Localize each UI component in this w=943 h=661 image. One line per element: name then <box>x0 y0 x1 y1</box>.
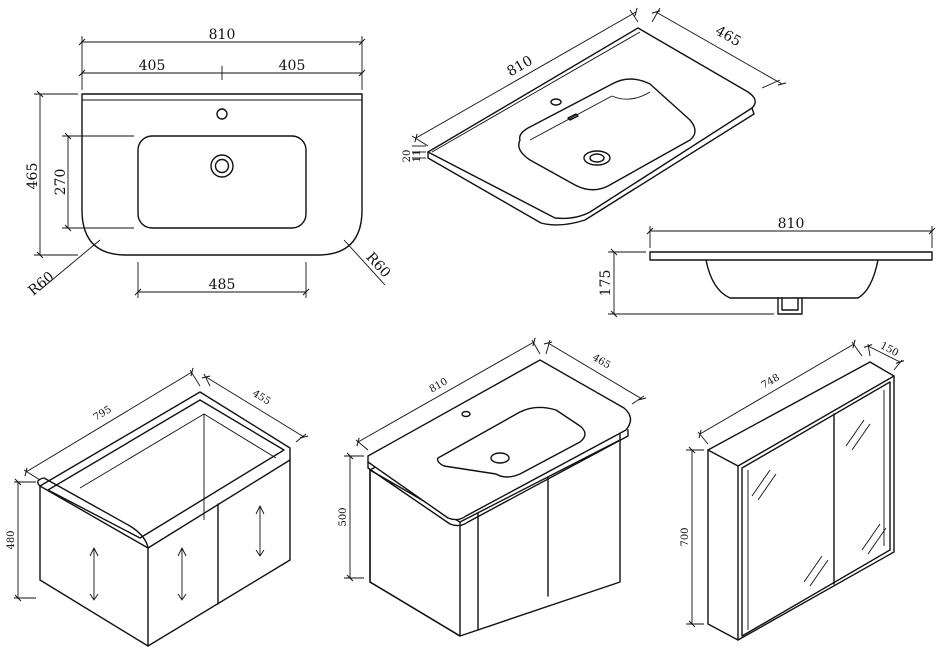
dim-cabinet-width <box>24 367 194 477</box>
vanity-cabinet-view: 795 455 480 <box>6 367 309 647</box>
mirror-glint-3 <box>803 555 829 587</box>
cabinet-body <box>39 391 291 647</box>
cabinet-left-roundover <box>37 477 149 549</box>
mirror-glint-4 <box>861 523 887 555</box>
dim-thickness-bottom-label: 11 <box>412 150 423 163</box>
door-handle-left <box>89 546 99 601</box>
assembly-door-lines <box>459 439 621 631</box>
dim-cabinet-depth-label: 455 <box>250 388 272 407</box>
dim-mirror-depth <box>863 344 905 364</box>
mirror-cabinet-view: 748 150 700 <box>680 339 905 641</box>
dim-thickness-top-label: 20 <box>402 150 413 163</box>
dim-iso-length <box>414 7 638 143</box>
bowl-iso-outline <box>518 78 696 191</box>
dim-assembly-depth <box>543 341 647 401</box>
assembly-bowl <box>436 406 586 478</box>
ext-line <box>545 339 551 355</box>
drain-iso-outer <box>583 150 611 166</box>
door-handle-mid <box>177 546 187 601</box>
dim-bowl-depth-label: 270 <box>53 169 69 196</box>
dim-cabinet-height-label: 480 <box>6 530 17 549</box>
dim-cabinet-depth <box>201 375 309 439</box>
tap-hole-iso <box>550 98 562 106</box>
tap-hole <box>216 108 228 120</box>
vanity-assembly-view: 810 465 500 <box>338 337 647 637</box>
basin-outline <box>81 93 363 256</box>
dim-mirror-height-label: 700 <box>680 527 691 546</box>
drain-outer <box>210 154 234 178</box>
ext-line <box>629 9 639 23</box>
mirror-body <box>707 361 895 641</box>
dim-iso-length-label: 810 <box>504 53 535 80</box>
basin-isometric-view: 810 465 20 11 <box>402 7 787 226</box>
ext-line <box>411 135 429 147</box>
dim-depth-label: 465 <box>25 163 41 190</box>
side-bowl-profile <box>705 259 879 299</box>
dim-iso-depth-label: 465 <box>712 23 743 50</box>
cabinet-front-top <box>147 459 291 549</box>
assembly-drain <box>490 452 510 464</box>
basin-front-edge <box>427 107 755 226</box>
dim-width-label: 810 <box>209 27 236 43</box>
door-handle-right <box>255 504 265 557</box>
ext-line <box>697 431 709 445</box>
basin-top-view: 810 405 405 465 270 485 R60 R60 <box>25 27 393 299</box>
dim-assembly-height-label: 500 <box>338 507 349 526</box>
ext-line <box>203 373 211 387</box>
side-top-slab <box>649 251 933 261</box>
ext-line <box>631 395 645 405</box>
dim-cabinet-width-label: 795 <box>92 404 114 423</box>
ext-line <box>651 7 661 23</box>
radius-left-label: R60 <box>25 269 57 299</box>
dim-assembly-width-label: 810 <box>428 376 450 395</box>
drain-inner <box>214 158 230 174</box>
dim-mirror-width <box>698 339 856 439</box>
mirror-glint-1 <box>751 469 777 501</box>
dim-assembly-width <box>356 337 536 447</box>
basin-side-view: 810 175 <box>598 216 936 318</box>
dim-bowl-width-label: 485 <box>209 277 236 293</box>
dim-iso-depth <box>651 10 787 86</box>
dim-half-right-label: 405 <box>279 58 306 74</box>
radius-leader-left <box>39 239 101 291</box>
dim-half-left-label: 405 <box>139 58 166 74</box>
drain-iso-inner <box>589 153 605 163</box>
side-drain <box>777 297 803 315</box>
dim-assembly-depth-label: 465 <box>590 352 612 371</box>
ext-line <box>355 439 369 451</box>
radius-leader-right <box>343 239 386 286</box>
dim-side-height-label: 175 <box>598 270 614 297</box>
dim-side-width-label: 810 <box>778 216 805 232</box>
basin-back-rim <box>431 31 641 153</box>
assembly-top-edge <box>367 429 629 527</box>
bowl-outline <box>137 135 307 229</box>
bowl-inner-shading <box>529 91 651 141</box>
